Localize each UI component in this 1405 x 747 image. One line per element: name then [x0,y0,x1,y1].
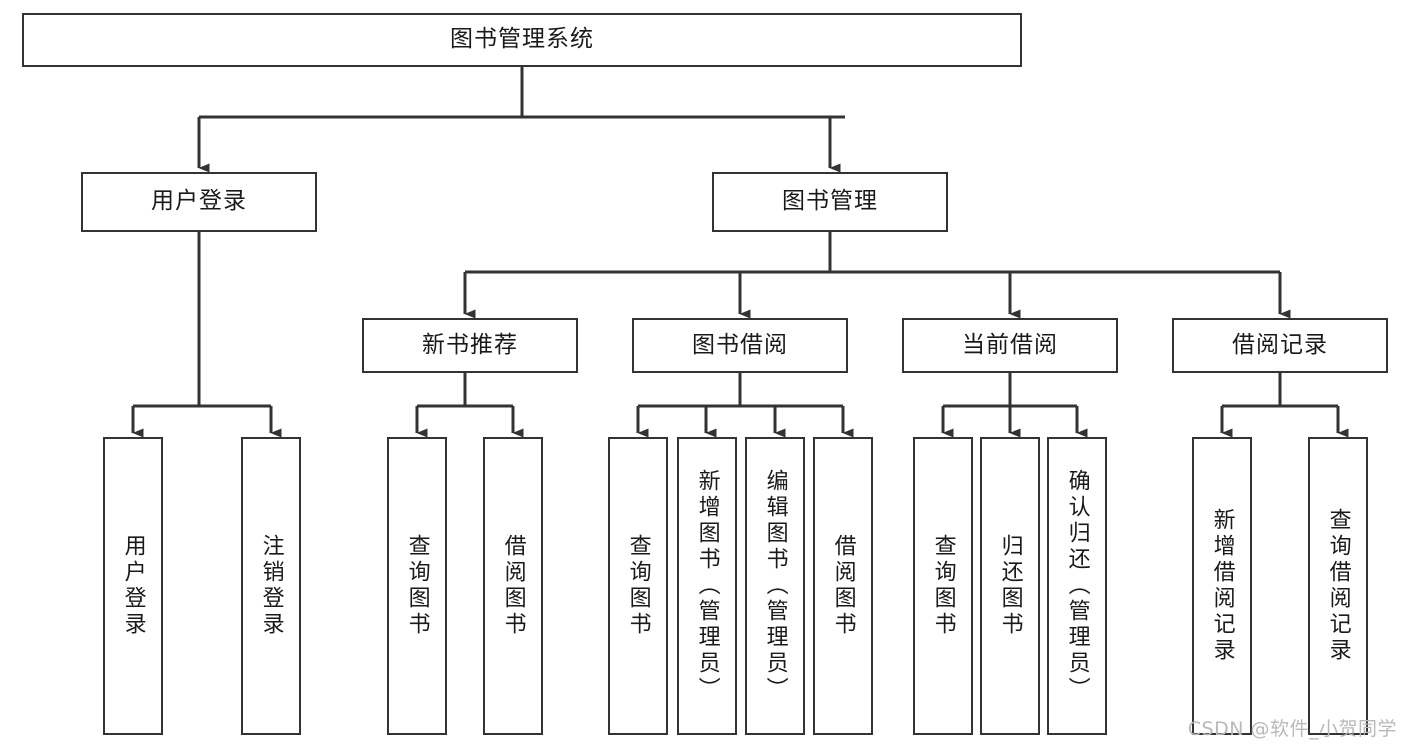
node-leaf-query-book-3[interactable]: 查询图书 [913,437,973,735]
node-root-system[interactable]: 图书管理系统 [22,13,1022,67]
node-leaf-add-book[interactable]: 新增图书（管理员） [677,437,737,735]
node-leaf-borrow-book-1[interactable]: 借阅图书 [483,437,543,735]
node-label: 用户登录 [120,534,146,638]
node-label: 图书管理 [782,188,878,215]
node-label: 查询图书 [625,534,651,638]
node-label: 确认归还（管理员） [1064,469,1090,703]
node-leaf-borrow-book-2[interactable]: 借阅图书 [813,437,873,735]
node-label: 图书管理系统 [450,26,594,53]
node-label: 借阅图书 [500,534,526,638]
node-book-borrow[interactable]: 图书借阅 [632,318,848,373]
node-label: 注销登录 [258,534,284,638]
node-leaf-query-book-2[interactable]: 查询图书 [608,437,668,735]
node-leaf-confirm-return[interactable]: 确认归还（管理员） [1047,437,1107,735]
node-user-login[interactable]: 用户登录 [81,172,317,232]
node-label: 用户登录 [151,188,247,215]
node-label: 当前借阅 [962,331,1058,358]
node-leaf-add-record[interactable]: 新增借阅记录 [1192,437,1252,735]
node-leaf-user-logout[interactable]: 注销登录 [241,437,301,735]
node-label: 归还图书 [997,534,1023,638]
node-borrow-record[interactable]: 借阅记录 [1172,318,1388,373]
node-leaf-query-record[interactable]: 查询借阅记录 [1308,437,1368,735]
node-label: 新增借阅记录 [1209,508,1235,664]
node-label: 借阅记录 [1232,331,1328,358]
node-label: 新书推荐 [422,331,518,358]
node-leaf-return-book[interactable]: 归还图书 [980,437,1040,735]
csdn-watermark: CSDN @软件_小贺同学 [1187,718,1397,740]
node-book-management[interactable]: 图书管理 [712,172,948,232]
node-label: 新增图书（管理员） [694,469,720,703]
node-current-borrow[interactable]: 当前借阅 [902,318,1118,373]
node-new-book-recommend[interactable]: 新书推荐 [362,318,578,373]
node-label: 查询借阅记录 [1325,508,1351,664]
node-label: 图书借阅 [692,331,788,358]
node-leaf-user-login[interactable]: 用户登录 [103,437,163,735]
node-label: 编辑图书（管理员） [762,469,788,703]
node-label: 借阅图书 [830,534,856,638]
node-label: 查询图书 [930,534,956,638]
node-label: 查询图书 [404,534,430,638]
node-leaf-edit-book[interactable]: 编辑图书（管理员） [745,437,805,735]
node-leaf-query-book-1[interactable]: 查询图书 [387,437,447,735]
